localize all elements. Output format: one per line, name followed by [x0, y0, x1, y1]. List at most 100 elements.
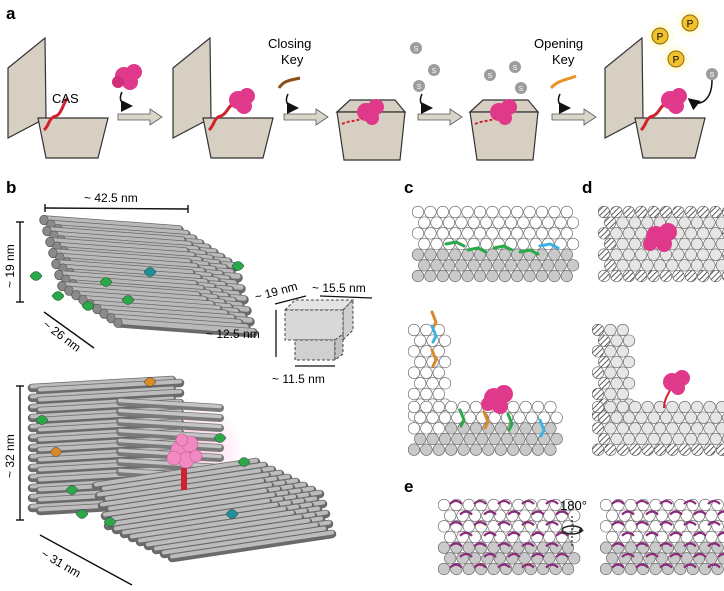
dimension-schematic [283, 298, 355, 361]
helix-circle [599, 498, 613, 512]
helix-circle [436, 248, 449, 261]
helix-circle [591, 443, 605, 456]
helix-circle [691, 400, 704, 414]
helix-circle [610, 377, 623, 390]
helix-circle [543, 552, 556, 565]
staple-crossover [449, 542, 463, 548]
staple-handle [121, 295, 135, 305]
helix-circle [444, 509, 457, 522]
curved-arrow-icon [687, 79, 713, 111]
helix-circle [610, 248, 623, 261]
helix-circle [684, 269, 697, 283]
helix-circle [517, 237, 530, 251]
staple-crossover [659, 563, 673, 569]
staple-handle [103, 517, 117, 527]
staple-handle [99, 277, 113, 287]
helix-circle [641, 422, 654, 435]
helix-circle [566, 216, 580, 229]
helix-rod [113, 317, 258, 338]
helix-circle [544, 400, 557, 414]
helix-circle [598, 377, 611, 390]
dimension-line [43, 311, 95, 349]
helix-circle [537, 541, 550, 554]
helix-circle [684, 411, 698, 424]
helix-circle [414, 377, 427, 390]
helix-circle [709, 269, 722, 283]
staple-crossover [659, 521, 673, 527]
helix-circle [531, 443, 545, 456]
substrate-molecules: S S S [484, 61, 527, 94]
helix-circle [660, 432, 673, 446]
helix-circle [709, 248, 722, 261]
helix-circle [655, 530, 668, 544]
helix-circle [461, 269, 474, 283]
staple-handle [29, 271, 43, 281]
helix-circle [624, 520, 637, 533]
helix-circle [666, 422, 679, 435]
helix-circle [703, 259, 716, 272]
helix-circle [641, 443, 654, 456]
helix-circle [699, 562, 712, 576]
helix-circle [420, 387, 433, 401]
helix-circle [486, 227, 499, 240]
helix-circle [462, 498, 475, 512]
helix-circle [647, 411, 660, 424]
helix-circle [649, 562, 662, 576]
helix-circle [449, 205, 462, 219]
helix-circle [610, 411, 623, 424]
helix-circle [699, 541, 712, 554]
helix-circle [507, 443, 520, 456]
helix-circle [703, 237, 716, 251]
helix-circle [653, 259, 666, 272]
helix-circle [597, 205, 611, 219]
helix-circle [630, 552, 644, 565]
helix-circle [672, 411, 685, 424]
helix-circle [418, 237, 431, 251]
helix-circle [641, 259, 654, 272]
helix-circle [468, 509, 482, 522]
staple-handle [237, 457, 251, 467]
helix-circle [597, 269, 611, 283]
open-box-with-enzyme [172, 36, 274, 159]
helix-circle [461, 227, 474, 240]
helix-circle [711, 541, 724, 554]
staple-crossover [545, 521, 559, 527]
helix-circle [674, 541, 687, 554]
helix-circle [597, 248, 611, 261]
helix-circle [560, 205, 573, 219]
helix-circle [438, 355, 452, 369]
helix-circle [442, 216, 456, 229]
cas-label: CAS [52, 91, 79, 106]
helix-circle [513, 432, 526, 446]
helix-circle [684, 248, 697, 261]
helix-circle [630, 530, 644, 544]
helix-circle [554, 259, 567, 272]
helix-circle [438, 432, 452, 446]
helix-circle [672, 205, 685, 219]
helix-circle [598, 355, 611, 369]
staple-crossover [645, 552, 659, 558]
rotate-icon [561, 516, 584, 548]
helix-circle [610, 432, 623, 446]
helix-circle [469, 443, 483, 456]
helix-circle [604, 366, 617, 379]
helix-circle [711, 562, 724, 576]
helix-circle [709, 227, 722, 240]
helix-circle [519, 443, 532, 456]
opening-key-label-2: Key [552, 52, 575, 67]
staple-handle [51, 291, 65, 301]
helix-circle [606, 509, 619, 522]
helix-circle [542, 216, 555, 229]
helix-circle [697, 227, 710, 240]
staple-handle [81, 301, 95, 311]
helix-circle [537, 498, 550, 512]
helix-circle [498, 248, 511, 261]
helix-circle [511, 205, 524, 219]
helix-circle [407, 387, 421, 401]
helix-circle [622, 269, 635, 283]
closing-key-label-2: Key [281, 52, 304, 67]
helix-circle [703, 216, 716, 229]
helix-circle [591, 366, 605, 379]
open-depth-label: ~ 31 nm [39, 546, 84, 580]
